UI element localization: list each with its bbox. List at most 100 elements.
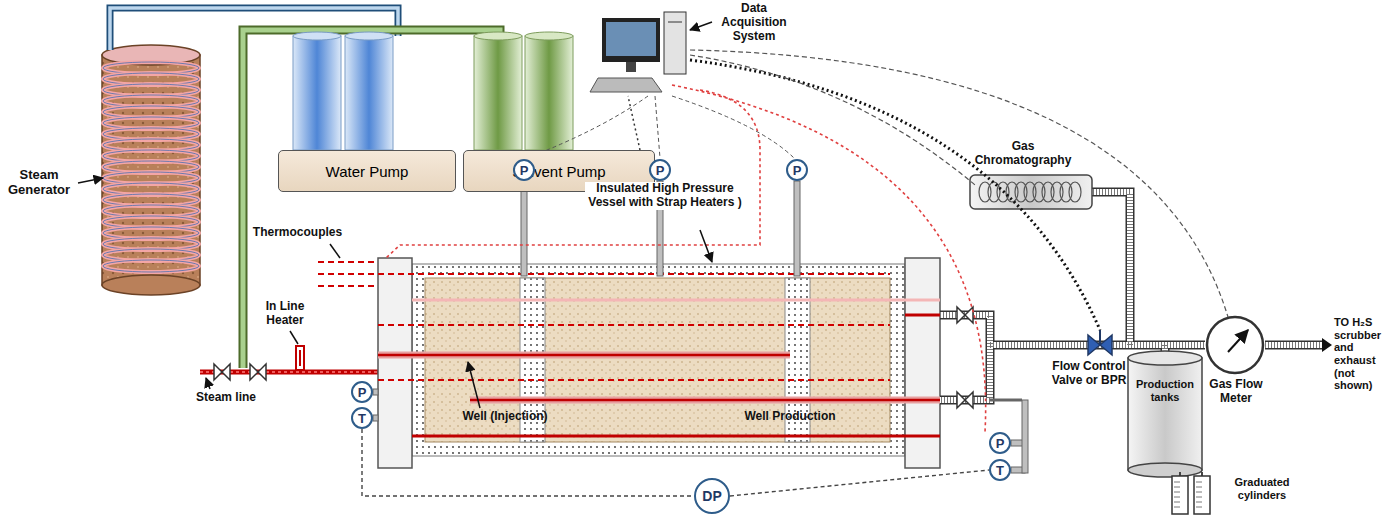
ellipse-shape [525, 32, 573, 40]
line-shape [412, 299, 940, 302]
pump-box: Water Pump [278, 150, 456, 192]
part-label: Flow Control Valve or BPR [1046, 360, 1132, 388]
line-shape [378, 379, 890, 381]
line-shape [1228, 330, 1248, 352]
rect-shape [626, 62, 636, 72]
rect-shape [373, 415, 378, 421]
line-shape [990, 399, 1022, 402]
line-shape [1174, 492, 1180, 493]
node-text: Water Pump [326, 163, 409, 180]
node-text: P [520, 163, 529, 178]
line-shape [299, 350, 301, 366]
ellipse-shape [1128, 351, 1202, 365]
line-shape [905, 314, 940, 317]
line-shape [1196, 502, 1202, 503]
ellipse-shape [1069, 182, 1081, 202]
line-shape [668, 22, 682, 23]
node-text: P [656, 163, 665, 178]
line-shape [412, 435, 940, 438]
line-shape [290, 331, 298, 344]
path-shape [672, 85, 986, 432]
line-shape [318, 261, 378, 263]
part-label: Production tanks [1130, 378, 1200, 403]
g-shape [979, 182, 1081, 202]
g-shape [1174, 482, 1202, 507]
rect-shape [602, 18, 660, 62]
rect-shape [1128, 358, 1202, 470]
ellipse-shape [345, 32, 393, 40]
node-text: T [358, 411, 366, 426]
line-shape [700, 230, 712, 262]
rect-shape [970, 175, 1092, 209]
line-shape [470, 399, 940, 402]
rect-shape [102, 55, 200, 285]
ellipse-shape [103, 260, 199, 272]
path-shape [1322, 338, 1332, 352]
line-shape [206, 378, 210, 389]
part-label: Well (Injection) [445, 410, 565, 424]
node-text: DP [702, 488, 721, 504]
pressure-tap-line [362, 429, 694, 496]
rect-shape [794, 181, 800, 276]
rect-shape [293, 36, 341, 150]
pressure-tap-line [730, 470, 989, 496]
ellipse-shape [293, 32, 341, 40]
rect-shape [378, 258, 412, 468]
ellipse-shape [102, 275, 200, 295]
line-shape [1196, 492, 1202, 493]
rect-shape [296, 346, 304, 370]
line-shape [468, 362, 480, 408]
path-shape [655, 96, 660, 158]
rect-shape [1194, 476, 1210, 514]
part-label: Steam line [186, 391, 266, 405]
polygon-shape [590, 78, 662, 92]
ellipse-shape [103, 260, 199, 272]
line-shape [1174, 482, 1180, 483]
line-shape [1196, 497, 1202, 498]
g-shape [386, 50, 1228, 432]
g-shape [78, 22, 712, 408]
part-label: Gas Flow Meter [1200, 378, 1272, 406]
circle-shape [1207, 317, 1263, 373]
gauge-circle: P [351, 381, 373, 403]
line-shape [330, 244, 340, 258]
gauge-circle: P [989, 432, 1011, 454]
rect-shape [425, 278, 890, 442]
gauge-circle: T [989, 459, 1011, 481]
node-text: P [793, 163, 802, 178]
path-shape [690, 55, 975, 185]
line-shape [1099, 330, 1101, 345]
line-shape [1174, 502, 1180, 503]
path-shape [672, 96, 794, 158]
rect-shape [606, 22, 656, 56]
line-shape [690, 22, 712, 30]
line-shape [1196, 487, 1202, 488]
part-label: Data Acquisition System [708, 2, 800, 43]
path-shape [690, 50, 1228, 317]
line-shape [1196, 482, 1202, 483]
ellipse-shape [474, 32, 522, 40]
path-shape [214, 364, 230, 380]
ellipse-shape [1128, 463, 1202, 477]
path-shape [628, 96, 640, 150]
g-shape [318, 262, 378, 286]
g-shape [373, 181, 1028, 473]
line-shape [1174, 487, 1180, 488]
gauge-circle: P [513, 159, 535, 181]
path-shape [527, 96, 648, 158]
gauge-circle: P [786, 159, 808, 181]
part-label: Steam Generator [2, 168, 76, 198]
path-shape [690, 60, 1100, 330]
rect-shape [373, 389, 378, 395]
node-text: P [996, 436, 1005, 451]
rect-shape [664, 12, 686, 74]
part-label: TO H₂S scrubber and exhaust (not shown) [1334, 316, 1384, 392]
path-shape [957, 307, 973, 323]
gauge-circle: DP [694, 478, 730, 514]
part-label: In Line Heater [256, 300, 314, 328]
rect-shape [1022, 400, 1028, 473]
line-shape [378, 352, 790, 359]
g-shape [103, 62, 199, 272]
